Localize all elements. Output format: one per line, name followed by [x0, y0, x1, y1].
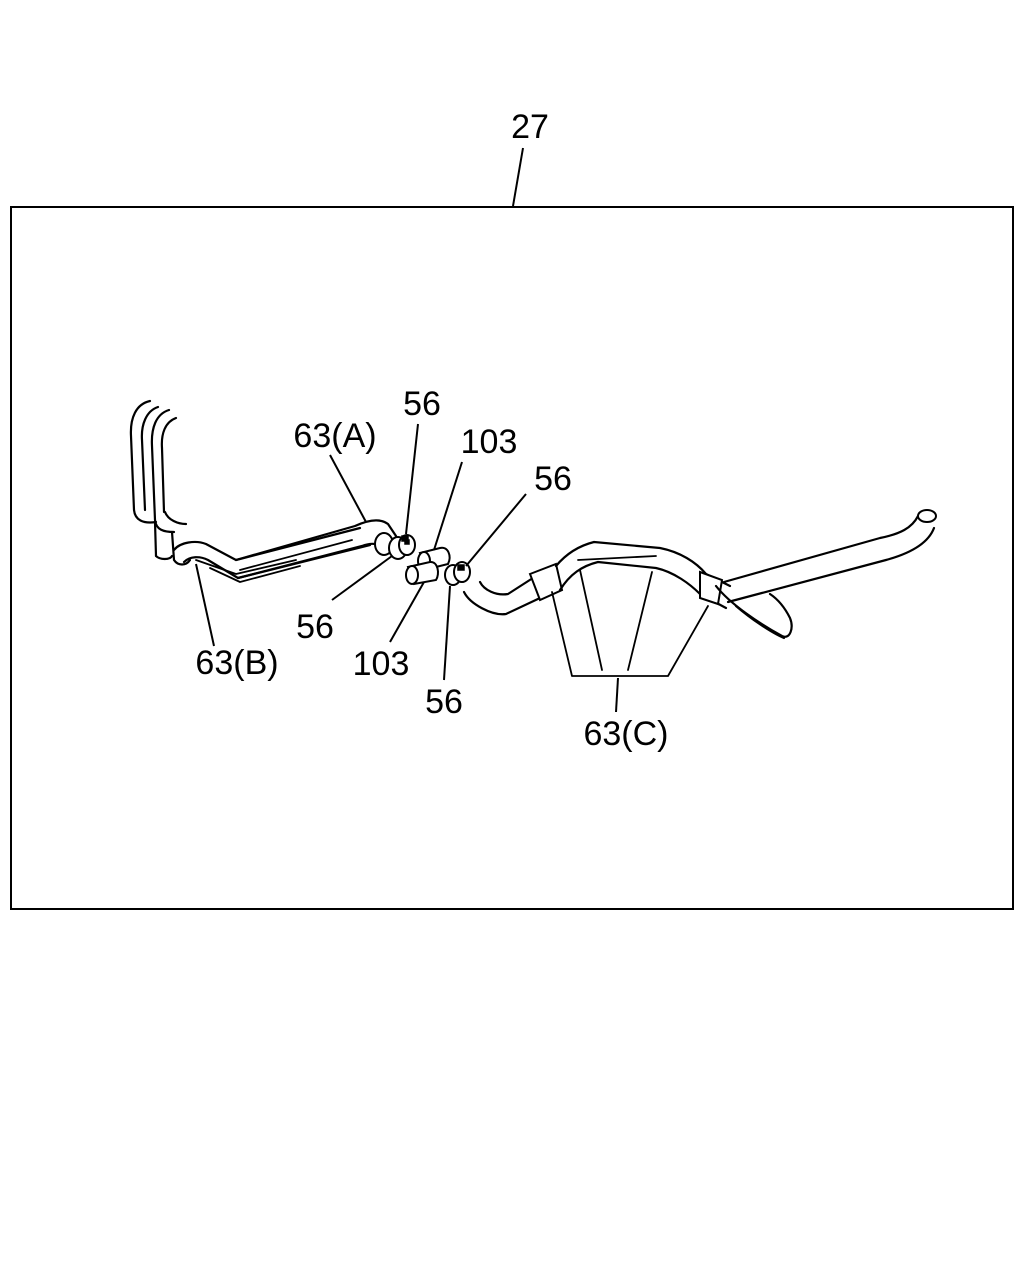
- assembly-ref-label: 27: [511, 108, 549, 146]
- hose-c: [462, 509, 937, 677]
- leader-hose-b: [195, 563, 215, 647]
- callout-hose-a: 63(A): [293, 417, 376, 455]
- callout-hose-c: 63(C): [583, 715, 668, 753]
- callout-clip-upper-left: 56: [403, 385, 441, 423]
- callout-clip-upper-right: 56: [534, 460, 572, 498]
- callout-hose-b: 63(B): [195, 644, 278, 682]
- hose-c-end: [917, 509, 937, 523]
- joint-103-lower: [405, 561, 439, 586]
- leader-hose-c: [615, 677, 619, 713]
- leader-joint-upper: [433, 461, 463, 551]
- callout-clip-lower-right: 56: [425, 683, 463, 721]
- leader-clip-upper-right: [465, 493, 527, 567]
- leader-clip-lower-right: [443, 585, 451, 681]
- leader-clip-upper-left: [405, 423, 419, 535]
- leader-joint-lower: [389, 581, 425, 643]
- diagram-frame: [10, 206, 1014, 910]
- leader-hose-a: [329, 454, 367, 523]
- callout-joint-upper: 103: [461, 423, 518, 461]
- callout-joint-lower: 103: [353, 645, 410, 683]
- callout-clip-lower-left: 56: [296, 608, 334, 646]
- leader-clip-lower-left: [331, 555, 393, 601]
- clip-right-pair: [444, 561, 471, 586]
- assembly-ref-leader: [512, 147, 524, 207]
- clip-left-pair: [388, 534, 416, 560]
- hose-a: [234, 519, 398, 580]
- hose-b: [129, 399, 372, 583]
